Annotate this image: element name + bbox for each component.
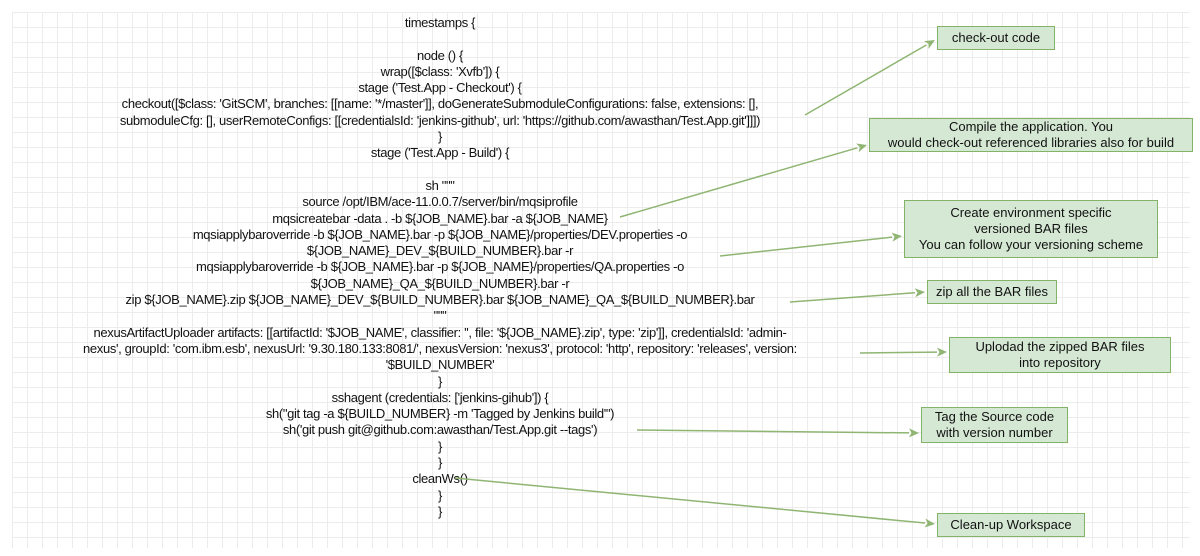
code-line: '$BUILD_NUMBER': [385, 357, 495, 373]
note-text: Clean-up Workspace: [950, 517, 1072, 532]
note-text: Compile the application. You: [948, 119, 1114, 134]
code-line: wrap([$class: 'Xvfb']) {: [380, 63, 500, 79]
arrowhead-icon: [936, 347, 947, 357]
jenkins-pipeline-code: timestamps { node () {wrap([$class: 'Xvfb…: [0, 15, 880, 520]
code-line: mqsiapplybaroverride -b ${JOB_NAME}.bar …: [192, 226, 688, 242]
code-line: sh("git tag -a ${BUILD_NUMBER} -m 'Tagge…: [265, 406, 615, 422]
note-text: versioned BAR files: [974, 221, 1088, 236]
code-line: timestamps {: [404, 15, 476, 30]
code-line: }: [438, 373, 442, 389]
code-line: ${JOB_NAME}_QA_${BUILD_NUMBER}.bar -r: [310, 275, 570, 291]
code-line: node () {: [417, 47, 463, 63]
code-line: }: [438, 129, 442, 145]
code-line: nexusArtifactUploader artifacts: [[artif…: [93, 324, 787, 340]
arrow-note-zip: [789, 288, 925, 303]
code-line: """: [433, 308, 447, 324]
code-line: sh('git push git@github.com:awasthan/Tes…: [282, 422, 598, 438]
arrowhead-icon: [856, 143, 867, 153]
note-text: check-out code: [951, 30, 1041, 45]
code-line: }: [438, 487, 442, 503]
arrow-note-create-bar: [719, 232, 902, 257]
arrowhead-icon: [908, 428, 919, 438]
arrowhead-icon: [891, 232, 902, 242]
code-line: mqsiapplybaroverride -b ${JOB_NAME}.bar …: [196, 259, 684, 275]
code-line: }: [438, 455, 442, 471]
note-text: Tag the Source code: [934, 409, 1055, 424]
note-text: Uplodad the zipped BAR files: [975, 339, 1145, 354]
code-line: source /opt/IBM/ace-11.0.0.7/server/bin/…: [302, 194, 578, 210]
arrow-note-checkout: [804, 40, 935, 116]
code-line: sh """: [425, 177, 455, 193]
note-text: Create environment specific: [950, 205, 1112, 220]
arrow-note-compile: [619, 143, 867, 218]
arrowhead-icon: [924, 518, 935, 528]
code-line: checkout([$class: 'GitSCM', branches: [[…: [121, 96, 759, 112]
code-line: }: [438, 438, 442, 454]
code-line: submoduleCfg: [], userRemoteConfigs: [[c…: [119, 112, 761, 128]
note-checkout: check-out code: [937, 26, 1055, 50]
code-line: nexus', groupId: 'com.ibm.esb', nexusUrl…: [83, 340, 797, 356]
note-text: would check-out referenced libraries als…: [887, 135, 1175, 150]
code-line: ${JOB_NAME}_DEV_${BUILD_NUMBER}.bar -r: [306, 243, 574, 259]
code-line: zip ${JOB_NAME}.zip ${JOB_NAME}_DEV_${BU…: [125, 292, 755, 308]
note-cleanup: Clean-up Workspace: [937, 513, 1085, 537]
note-zip: zip all the BAR files: [927, 280, 1057, 304]
arrow-note-cleanup: [454, 477, 935, 528]
arrowhead-icon: [914, 288, 925, 298]
code-line: mqsicreatebar -data . -b ${JOB_NAME}.bar…: [272, 210, 608, 226]
code-line: stage ('Test.App - Build') {: [370, 145, 510, 161]
code-line: }: [438, 503, 442, 519]
arrowhead-icon: [924, 40, 935, 49]
note-text: You can follow your versioning scheme: [918, 237, 1144, 252]
code-line: sshagent (credentials: ['jenkins-gihub']…: [331, 389, 549, 405]
code-line: cleanWs(): [412, 471, 468, 487]
arrow-note-tag: [636, 428, 919, 438]
note-text: into repository: [1019, 355, 1101, 370]
note-text: zip all the BAR files: [936, 284, 1048, 299]
arrow-note-upload: [859, 347, 947, 357]
code-line: stage ('Test.App - Checkout') {: [358, 80, 522, 96]
note-text: with version number: [936, 425, 1053, 440]
